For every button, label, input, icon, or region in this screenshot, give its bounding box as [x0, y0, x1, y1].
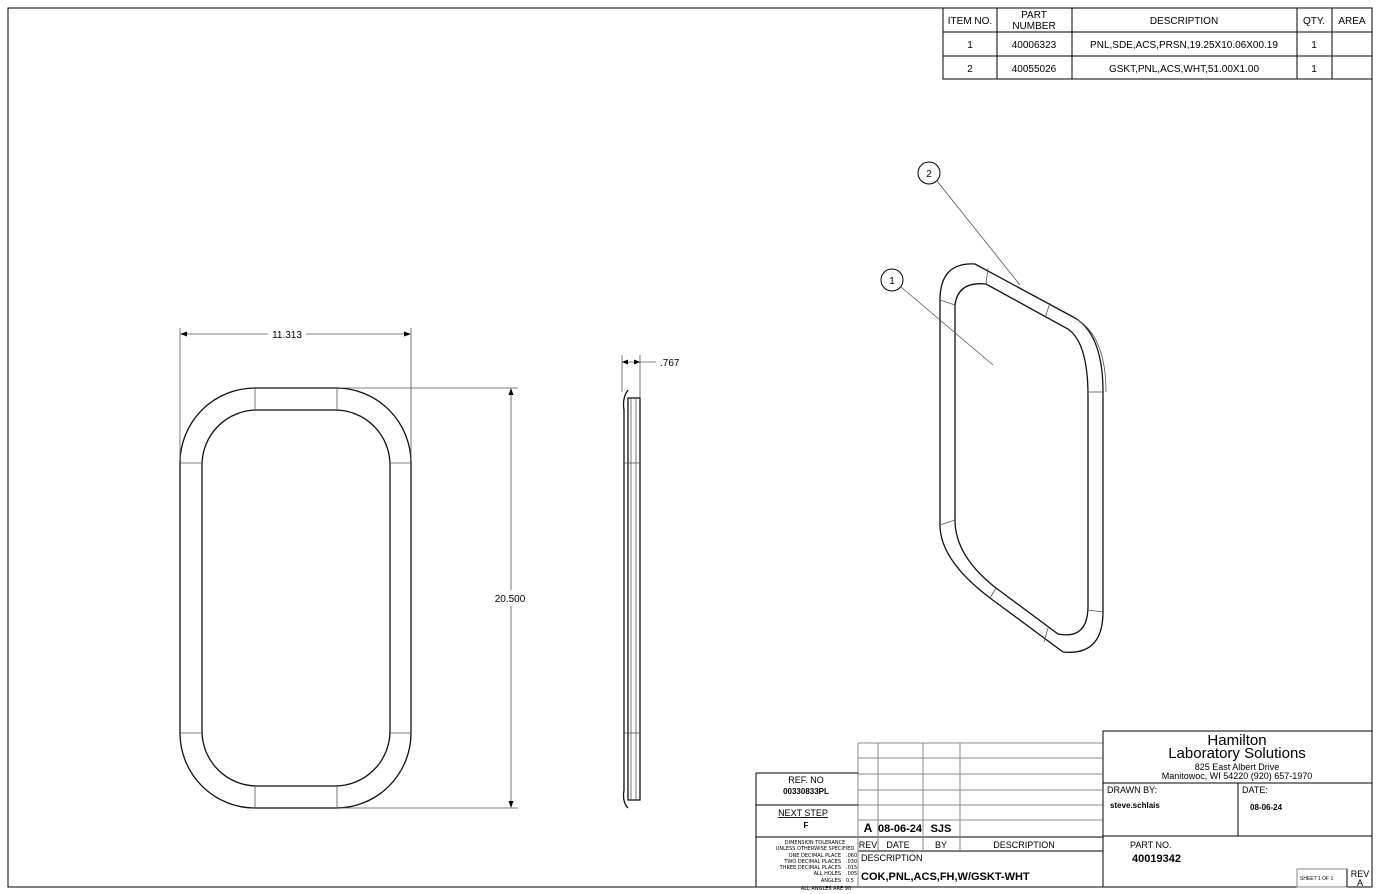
bom-header-description: DESCRIPTION	[1150, 16, 1218, 27]
bill-of-materials: ITEM NO. PART NUMBER DESCRIPTION QTY. AR…	[942, 7, 1373, 80]
bom-part: 40006323	[1012, 40, 1057, 51]
dimension-width: 11.313	[179, 328, 412, 460]
tolerance-value: .015	[846, 865, 857, 871]
company-name-line2: Laboratory Solutions	[1168, 745, 1306, 762]
balloon-label: 1	[889, 276, 895, 287]
drawn-by-label: DRAWN BY:	[1107, 785, 1157, 795]
tolerance-value: .005	[846, 871, 857, 877]
dimension-height: 20.500	[340, 387, 526, 809]
dimension-thickness: .767	[621, 355, 680, 398]
tolerance-label: TWO DECIMAL PLACES	[783, 859, 841, 865]
next-step-label: NEXT STEP	[778, 808, 828, 818]
tolerance-footer: ALL ANGLES ARE 90	[801, 886, 851, 892]
revision-header-by: BY	[935, 840, 947, 850]
balloon-2: 2	[917, 161, 1021, 286]
thickness-dimension-label: .767	[660, 358, 680, 369]
drawing-description: COK,PNL,ACS,FH,W/GSKT-WHT	[861, 871, 1030, 883]
tolerance-value: 0.5	[846, 878, 854, 884]
rev-value: A	[1357, 878, 1363, 888]
bom-qty: 1	[1311, 40, 1317, 51]
bom-header-item: ITEM NO.	[948, 16, 992, 27]
bom-desc: PNL,SDE,ACS,PRSN,19.25X10.06X00.19	[1090, 40, 1278, 51]
revision-date: 08-06-24	[878, 823, 923, 835]
bom-row: 1 40006323 PNL,SDE,ACS,PRSN,19.25X10.06X…	[967, 40, 1317, 51]
tolerance-block: DIMENSION TOLERANCE UNLESS OTHERWISE SPE…	[776, 840, 857, 892]
next-step-value: F	[804, 821, 809, 830]
height-dimension-label: 20.500	[495, 594, 526, 605]
bom-item: 2	[967, 64, 973, 75]
rev-label: REV	[1351, 869, 1370, 879]
ref-no-label: REF. NO	[788, 775, 824, 785]
tolerance-label: THREE DECIMAL PLACES	[779, 865, 841, 871]
sheet-number: SHEET 1 OF 1	[1300, 876, 1333, 882]
tolerance-value: .060	[846, 853, 857, 859]
revision-header-rev: REV	[859, 840, 878, 850]
tolerance-subtitle: UNLESS OTHERWISE SPECIFIED	[776, 846, 855, 852]
bom-qty: 1	[1311, 64, 1317, 75]
tolerance-title: DIMENSION TOLERANCE	[785, 840, 845, 846]
revision-rev: A	[864, 821, 873, 835]
bom-part: 40055026	[1012, 64, 1057, 75]
balloon-label: 2	[926, 169, 932, 180]
bom-header-number: NUMBER	[1012, 21, 1055, 32]
bom-item: 1	[967, 40, 973, 51]
ref-no-value: 00330833PL	[783, 787, 829, 796]
side-view	[622, 389, 641, 809]
company-address-2: Manitowoc, WI 54220 (920) 657-1970	[1162, 771, 1313, 781]
title-block: Hamilton Laboratory Solutions 825 East A…	[755, 730, 1373, 892]
tolerance-value: .030	[846, 859, 857, 865]
revision-header-description: DESCRIPTION	[993, 840, 1055, 850]
width-dimension-label: 11.313	[272, 330, 302, 341]
balloon-1: 1	[880, 268, 994, 366]
front-view	[179, 387, 412, 809]
description-label: DESCRIPTION	[861, 853, 923, 863]
date-label: DATE:	[1242, 785, 1268, 795]
drawn-by-value: steve.schlais	[1110, 801, 1160, 810]
date-value: 08-06-24	[1250, 803, 1283, 812]
tolerance-label: ALL HOLES	[814, 871, 841, 877]
isometric-view	[939, 263, 1107, 653]
bom-header-area: AREA	[1338, 16, 1366, 27]
company-address-1: 825 East Albert Drive	[1195, 762, 1280, 772]
tolerance-label: ANGLES	[821, 878, 841, 884]
part-no-label: PART NO.	[1130, 840, 1172, 850]
bom-desc: GSKT,PNL,ACS,WHT,51.00X1.00	[1109, 64, 1260, 75]
company-name-line1: Hamilton	[1207, 732, 1266, 749]
bom-header-qty: QTY.	[1303, 16, 1325, 27]
revision-by: SJS	[931, 823, 952, 835]
revision-header-date: DATE	[886, 840, 909, 850]
sheet-border	[7, 7, 1373, 888]
part-no-value: 40019342	[1132, 853, 1181, 865]
tolerance-label: ONE DECIMAL PLACE	[789, 853, 841, 859]
bom-row: 2 40055026 GSKT,PNL,ACS,WHT,51.00X1.00 1	[967, 64, 1317, 75]
bom-header-part: PART	[1021, 10, 1047, 21]
